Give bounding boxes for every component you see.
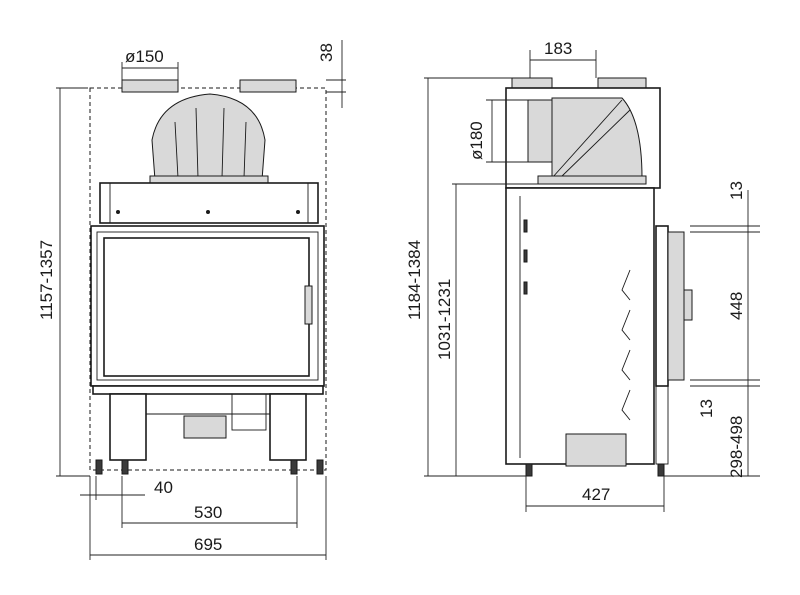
dim-side-base-height: 298-498 xyxy=(727,416,746,478)
dim-side-frame-top: 13 xyxy=(727,181,746,200)
dim-side-flue-diameter: ø180 xyxy=(467,121,486,160)
front-leg-4 xyxy=(316,459,324,475)
side-main-body xyxy=(505,187,655,465)
front-ash-box xyxy=(183,415,227,439)
side-rear-marks xyxy=(523,219,528,295)
front-flue-collar-left xyxy=(121,79,179,93)
dim-side-flue-width: 183 xyxy=(544,39,572,58)
dim-front-total-width: 695 xyxy=(194,535,222,554)
front-dimensions: ø150 38 1157-1357 40 530 695 xyxy=(37,40,346,560)
dim-front-leg-offset: 40 xyxy=(154,478,173,497)
front-view xyxy=(89,79,327,475)
dim-side-inner-height: 1031-1231 xyxy=(435,279,454,360)
side-dimensions: 183 ø180 1184-1384 1031-1231 427 13 448 … xyxy=(405,39,760,512)
dim-side-depth: 427 xyxy=(582,485,610,504)
front-leg-1 xyxy=(95,459,103,475)
front-base-left xyxy=(109,393,147,461)
side-leg-rear xyxy=(525,463,533,477)
front-base-plinth xyxy=(92,385,324,395)
front-flue-collar-right xyxy=(239,79,297,93)
dim-front-flue-diameter: ø150 xyxy=(125,47,164,66)
side-ash-box xyxy=(565,433,627,467)
front-door-glass xyxy=(103,237,310,377)
front-upper-hood xyxy=(99,182,319,224)
side-internal-fins xyxy=(621,269,631,421)
front-leg-3 xyxy=(290,459,298,475)
side-door-glass-edge xyxy=(667,231,685,381)
dim-front-inner-width: 530 xyxy=(194,503,222,522)
dim-front-top-offset: 38 xyxy=(317,43,336,62)
front-door-handle xyxy=(304,285,313,325)
dim-side-frame-bottom: 13 xyxy=(697,399,716,418)
dim-side-total-height: 1184-1384 xyxy=(405,240,424,320)
side-leg-front xyxy=(657,463,665,477)
dim-side-door-height: 448 xyxy=(727,292,746,320)
front-housing-outline xyxy=(89,87,327,471)
side-view xyxy=(505,77,693,477)
front-leg-2 xyxy=(121,459,129,475)
side-rear-flue-spigot xyxy=(527,99,553,163)
side-door-handle xyxy=(683,289,693,321)
front-base-right xyxy=(269,393,307,461)
front-heat-exchanger-dome xyxy=(151,93,266,181)
dim-front-height: 1157-1357 xyxy=(37,240,56,320)
side-door-frame xyxy=(655,225,669,387)
side-heat-exchanger xyxy=(551,97,643,179)
